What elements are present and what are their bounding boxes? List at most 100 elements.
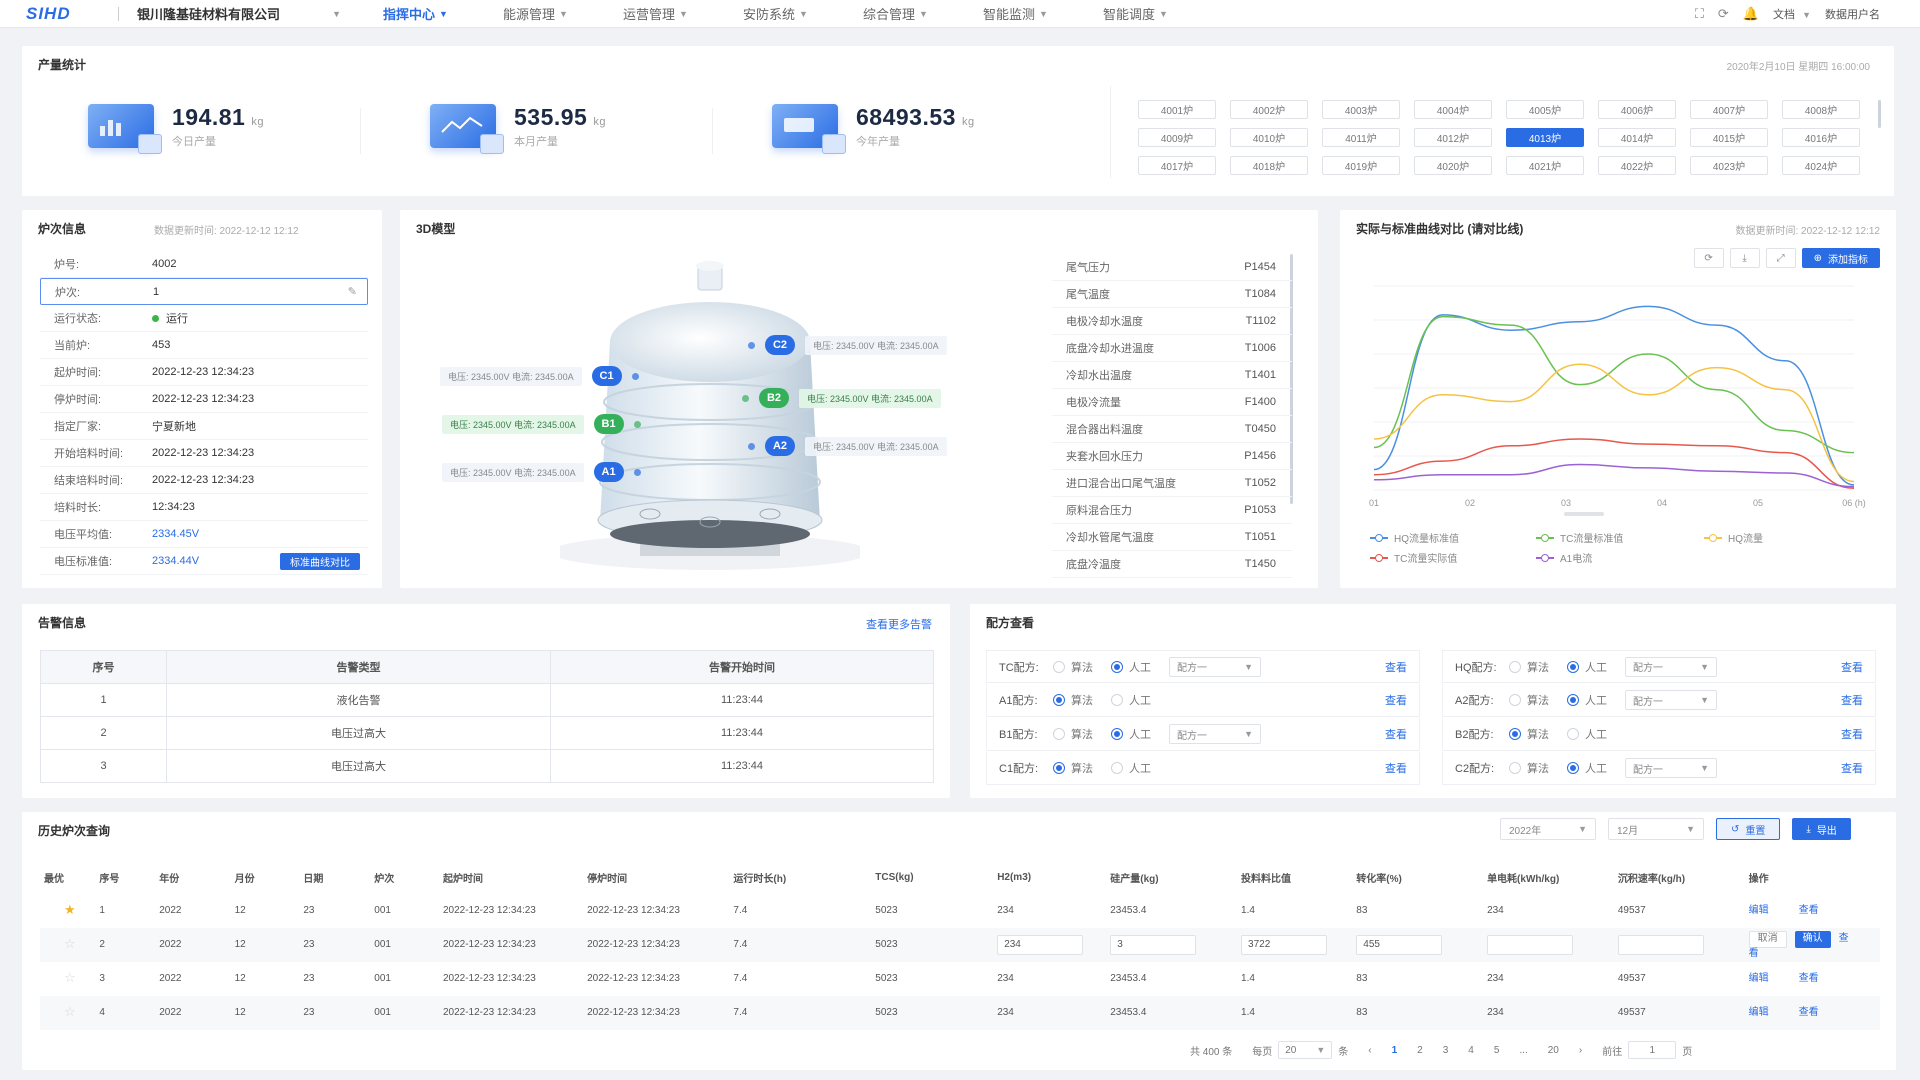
furnace-chip[interactable]: 4014炉 xyxy=(1598,128,1676,147)
page-number[interactable]: 5 xyxy=(1493,1044,1500,1056)
radio-manual[interactable]: 人工 xyxy=(1567,692,1607,708)
bell-icon[interactable]: 🔔 xyxy=(1742,6,1760,21)
edit-link[interactable]: 编辑 xyxy=(1748,973,1769,984)
furnace-chip[interactable]: 4018炉 xyxy=(1230,156,1308,175)
scrollbar[interactable] xyxy=(1290,254,1293,504)
furnace-chip[interactable]: 4010炉 xyxy=(1230,128,1308,147)
legend-item[interactable]: TC流量标准值 xyxy=(1536,530,1623,545)
legend-item[interactable]: A1电流 xyxy=(1536,550,1592,565)
furnace-chip[interactable]: 4020炉 xyxy=(1414,156,1492,175)
reset-button[interactable]: ↺重置 xyxy=(1716,818,1781,840)
view-link[interactable]: 查看 xyxy=(1841,763,1863,775)
view-link[interactable]: 查看 xyxy=(1748,933,1849,959)
edit-input[interactable] xyxy=(1487,935,1574,955)
radio-algorithm[interactable]: 算法 xyxy=(1509,726,1549,742)
radio-algorithm[interactable]: 算法 xyxy=(1509,692,1549,708)
furnace-chip[interactable]: 4024炉 xyxy=(1782,156,1860,175)
edit-link[interactable]: 编辑 xyxy=(1748,905,1769,916)
star-outline-icon[interactable]: ☆ xyxy=(64,970,76,985)
recipe-select[interactable]: 配方一▼ xyxy=(1625,656,1717,677)
furnace-chip[interactable]: 4004炉 xyxy=(1414,100,1492,119)
recipe-select[interactable]: 配方一▼ xyxy=(1169,724,1261,744)
view-link[interactable]: 查看 xyxy=(1841,729,1863,741)
page-number[interactable]: 20 xyxy=(1547,1044,1559,1056)
furnace-chip[interactable]: 4013炉 xyxy=(1506,128,1584,147)
export-button[interactable]: ⤓导出 xyxy=(1792,818,1851,840)
radio-algorithm[interactable]: 算法 xyxy=(1053,726,1093,742)
month-select[interactable]: 12月▼ xyxy=(1608,818,1704,840)
radio-algorithm[interactable]: 算法 xyxy=(1053,760,1093,776)
menu-item-energy[interactable]: 能源管理▼ xyxy=(503,7,568,22)
scrollbar[interactable] xyxy=(1878,100,1881,128)
furnace-chip[interactable]: 4012炉 xyxy=(1414,128,1492,147)
furnace-chip[interactable]: 4007炉 xyxy=(1690,100,1768,119)
goto-page-input[interactable]: 1 xyxy=(1628,1041,1677,1059)
edit-input[interactable]: 234 xyxy=(997,935,1084,955)
star-outline-icon[interactable]: ☆ xyxy=(64,936,76,951)
download-button[interactable]: ⤓ xyxy=(1729,248,1760,268)
view-link[interactable]: 查看 xyxy=(1385,661,1407,674)
page-size-select[interactable]: 20▼ xyxy=(1278,1041,1333,1059)
radio-algorithm[interactable]: 算法 xyxy=(1053,659,1093,675)
edit-input[interactable] xyxy=(1617,935,1704,955)
furnace-chip[interactable]: 4003炉 xyxy=(1322,100,1400,119)
refresh-button[interactable]: ⟳ xyxy=(1693,248,1724,268)
radio-manual[interactable]: 人工 xyxy=(1111,659,1151,675)
edit-input[interactable]: 455 xyxy=(1356,935,1443,955)
edit-input[interactable]: 3 xyxy=(1110,935,1197,955)
compare-curve-button[interactable]: 标准曲线对比 xyxy=(280,552,360,570)
page-number[interactable]: ... xyxy=(1519,1044,1528,1056)
confirm-button[interactable]: 确认 xyxy=(1794,930,1831,948)
recipe-select[interactable]: 配方一▼ xyxy=(1625,758,1717,778)
menu-item-security[interactable]: 安防系统▼ xyxy=(743,7,808,22)
prev-page-icon[interactable]: ‹ xyxy=(1368,1044,1372,1056)
furnace-chip[interactable]: 4019炉 xyxy=(1322,156,1400,175)
cancel-button[interactable]: 取消 xyxy=(1748,930,1787,948)
menu-item-monitor[interactable]: 智能监测▼ xyxy=(983,7,1048,22)
view-link[interactable]: 查看 xyxy=(1385,729,1407,741)
furnace-chip[interactable]: 4021炉 xyxy=(1506,156,1584,175)
view-link[interactable]: 查看 xyxy=(1841,695,1863,707)
page-number[interactable]: 3 xyxy=(1442,1044,1449,1056)
user-menu[interactable]: 数据用户名 xyxy=(1825,9,1880,21)
year-select[interactable]: 2022年▼ xyxy=(1500,818,1596,840)
company-selector[interactable]: 银川隆基硅材料有限公司 ▼ xyxy=(137,7,341,22)
legend-item[interactable]: HQ流量 xyxy=(1704,530,1763,545)
view-link[interactable]: 查看 xyxy=(1798,905,1819,916)
radio-manual[interactable]: 人工 xyxy=(1567,760,1607,776)
radio-algorithm[interactable]: 算法 xyxy=(1509,760,1549,776)
furnace-chip[interactable]: 4006炉 xyxy=(1598,100,1676,119)
radio-manual[interactable]: 人工 xyxy=(1111,726,1151,742)
furnace-chip[interactable]: 4002炉 xyxy=(1230,100,1308,119)
view-link[interactable]: 查看 xyxy=(1385,763,1407,775)
page-number[interactable]: 4 xyxy=(1468,1044,1474,1056)
menu-item-command[interactable]: 指挥中心▼ xyxy=(383,7,448,22)
page-number[interactable]: 2 xyxy=(1417,1044,1423,1056)
furnace-chip[interactable]: 4016炉 xyxy=(1782,128,1860,147)
edit-link[interactable]: 编辑 xyxy=(1748,1007,1769,1018)
pencil-icon[interactable]: ✎ xyxy=(347,286,357,298)
star-outline-icon[interactable]: ☆ xyxy=(64,1004,76,1019)
radio-manual[interactable]: 人工 xyxy=(1567,726,1607,742)
furnace-chip[interactable]: 4009炉 xyxy=(1138,128,1216,147)
legend-item[interactable]: TC流量实际值 xyxy=(1370,550,1457,565)
zoom-slider[interactable] xyxy=(1564,512,1604,516)
view-link[interactable]: 查看 xyxy=(1385,695,1407,707)
furnace-chip[interactable]: 4023炉 xyxy=(1690,156,1768,175)
recipe-select[interactable]: 配方一▼ xyxy=(1625,690,1717,710)
star-filled-icon[interactable]: ★ xyxy=(64,902,76,917)
menu-item-general[interactable]: 综合管理▼ xyxy=(863,7,928,22)
radio-manual[interactable]: 人工 xyxy=(1111,692,1151,708)
menu-item-dispatch[interactable]: 智能调度▼ xyxy=(1103,7,1168,22)
fullscreen-icon[interactable]: ⛶ xyxy=(1694,6,1704,21)
expand-button[interactable]: ⤢ xyxy=(1765,248,1796,268)
edit-input[interactable]: 3722 xyxy=(1241,935,1328,955)
furnace-chip[interactable]: 4022炉 xyxy=(1598,156,1676,175)
info-row[interactable]: 炉次:1✎ xyxy=(40,278,368,305)
furnace-chip[interactable]: 4008炉 xyxy=(1782,100,1860,119)
